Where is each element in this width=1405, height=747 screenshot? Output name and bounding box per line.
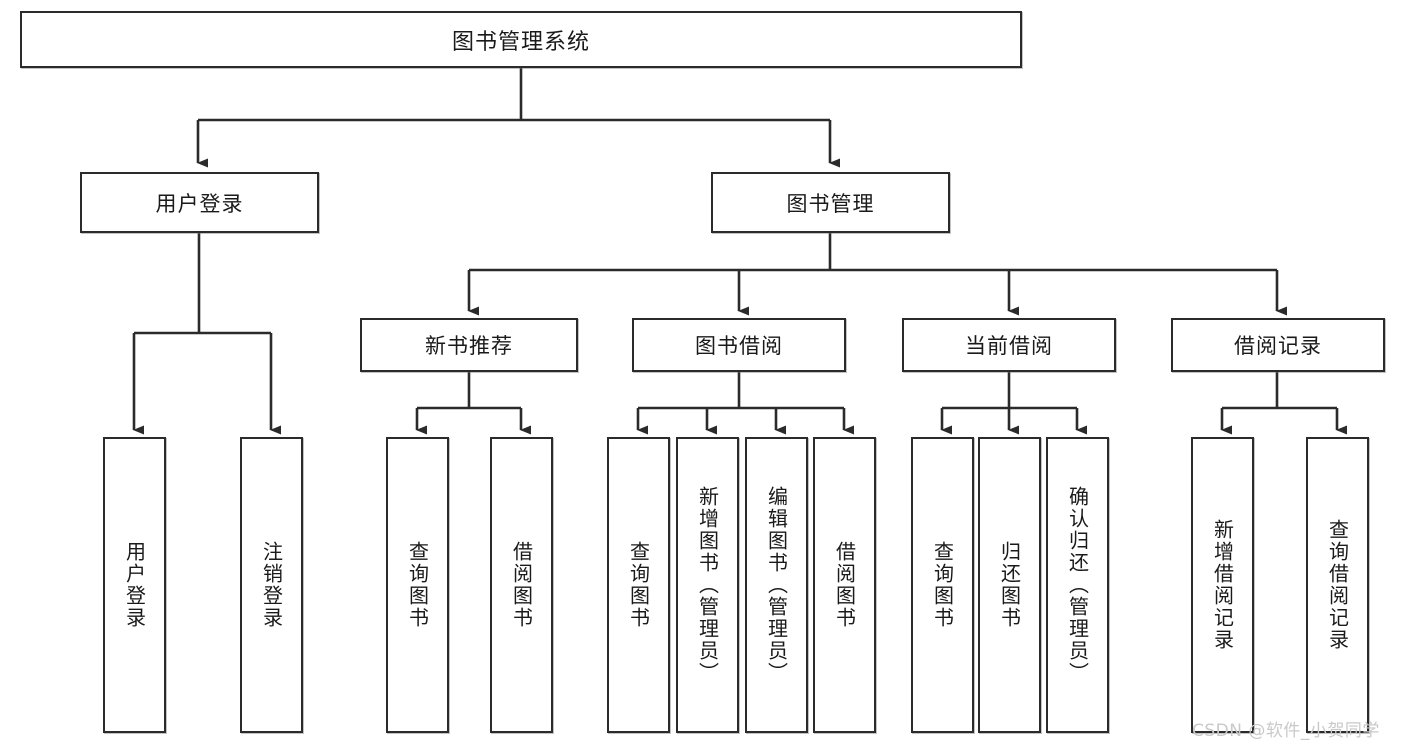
leaf-label: 查询借阅记录 — [1325, 519, 1350, 651]
leaf-label: 用户登录 — [122, 541, 147, 629]
leaf-label: 新增借阅记录 — [1210, 519, 1235, 651]
leaf-label: 查询图书 — [405, 541, 430, 629]
leaf-label: 注销登录 — [259, 541, 284, 629]
node-borrow-record[interactable]: 借阅记录 — [1171, 318, 1385, 372]
leaf-borrow-borrow-book[interactable]: 借阅图书 — [813, 437, 876, 733]
leaf-borrow-query-book[interactable]: 查询图书 — [607, 437, 670, 733]
node-book-borrow[interactable]: 图书借阅 — [632, 318, 846, 372]
leaf-label: 查询图书 — [626, 541, 651, 629]
leaf-label: 编辑图书（管理员） — [764, 486, 789, 684]
leaf-label: 归还图书 — [997, 541, 1022, 629]
node-current-borrow[interactable]: 当前借阅 — [902, 318, 1116, 372]
leaf-label: 新增图书（管理员） — [695, 486, 720, 684]
leaf-label: 查询图书 — [930, 541, 955, 629]
leaf-label: 借阅图书 — [832, 541, 857, 629]
node-book-management[interactable]: 图书管理 — [711, 172, 950, 233]
node-user-login[interactable]: 用户登录 — [80, 172, 319, 233]
leaf-record-query-borrow-record[interactable]: 查询借阅记录 — [1306, 437, 1369, 733]
leaf-record-add-borrow-record[interactable]: 新增借阅记录 — [1191, 437, 1254, 733]
leaf-user-logout[interactable]: 注销登录 — [240, 437, 303, 733]
leaf-recommend-borrow-book[interactable]: 借阅图书 — [490, 437, 553, 733]
leaf-borrow-edit-book-admin[interactable]: 编辑图书（管理员） — [745, 437, 808, 733]
leaf-current-confirm-return-admin[interactable]: 确认归还（管理员） — [1046, 437, 1109, 733]
node-new-book-recommend[interactable]: 新书推荐 — [360, 318, 578, 372]
leaf-user-login[interactable]: 用户登录 — [103, 437, 166, 733]
leaf-borrow-add-book-admin[interactable]: 新增图书（管理员） — [676, 437, 739, 733]
leaf-label: 确认归还（管理员） — [1065, 486, 1090, 684]
leaf-current-query-book[interactable]: 查询图书 — [911, 437, 974, 733]
leaf-label: 借阅图书 — [509, 541, 534, 629]
node-root-system[interactable]: 图书管理系统 — [20, 11, 1022, 68]
leaf-current-return-book[interactable]: 归还图书 — [978, 437, 1041, 733]
leaf-recommend-query-book[interactable]: 查询图书 — [386, 437, 449, 733]
watermark-text: CSDN @软件_小贺同学 — [1192, 721, 1380, 741]
